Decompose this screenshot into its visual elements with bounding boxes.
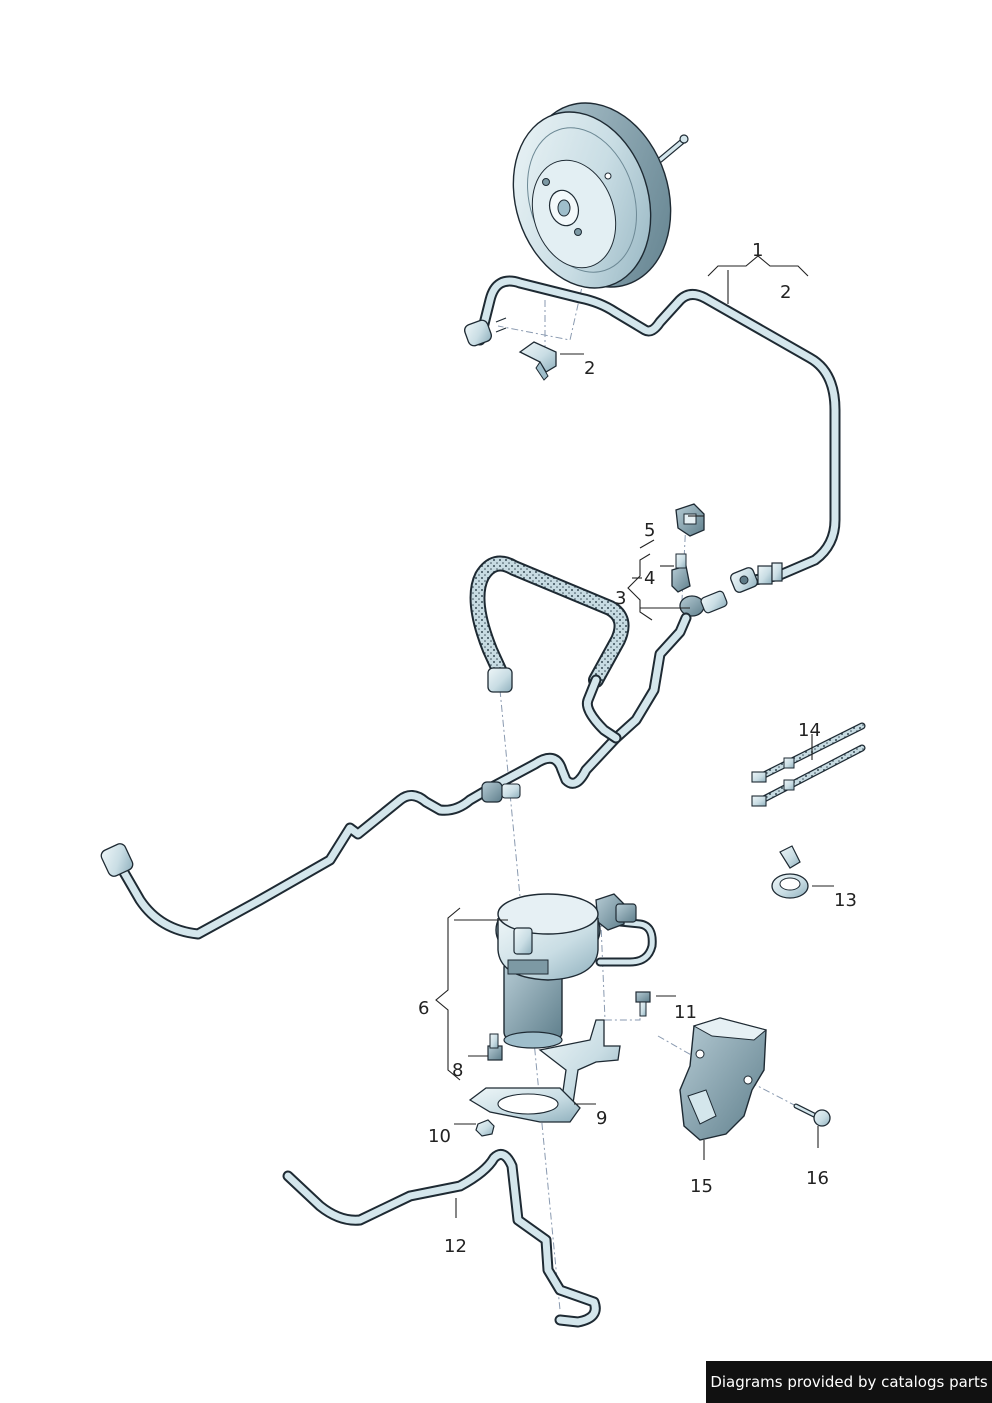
hose-12 — [282, 1148, 601, 1328]
brake-servo — [512, 102, 689, 289]
flexible-hose — [469, 555, 630, 693]
heat-shield — [679, 1017, 768, 1141]
callout-8: 8 — [452, 1060, 463, 1081]
clamp-13 — [771, 845, 809, 899]
callout-9: 9 — [596, 1108, 607, 1129]
callout-1: 1 — [752, 240, 763, 261]
callout-14: 14 — [798, 720, 821, 741]
connector-5 — [675, 503, 705, 537]
callout-3: 3 — [615, 588, 626, 609]
bracket-9 — [468, 1019, 621, 1123]
callout-6: 6 — [418, 998, 429, 1019]
callout-12: 12 — [444, 1236, 467, 1257]
callout-2-clip: 2 — [584, 358, 595, 379]
nut-10 — [475, 1119, 495, 1137]
callout-13: 13 — [834, 890, 857, 911]
sensor-4 — [671, 553, 691, 593]
credit-banner: Diagrams provided by catalogs parts — [706, 1361, 992, 1403]
vacuum-hose-main — [464, 275, 841, 593]
callout-labels: 1 2 2 5 4 3 14 13 6 11 8 9 10 15 16 12 — [418, 240, 857, 1257]
vacuum-pump — [495, 893, 657, 1049]
hose-clip — [518, 341, 557, 381]
vacuum-line-lower — [100, 612, 692, 940]
callout-5: 5 — [644, 520, 655, 541]
callout-15: 15 — [690, 1176, 713, 1197]
callout-10: 10 — [428, 1126, 451, 1147]
callout-11: 11 — [674, 1002, 697, 1023]
leader-lines — [435, 255, 834, 1218]
valve-3 — [679, 590, 728, 617]
assembly-lines — [497, 171, 801, 1311]
mount-8 — [487, 1033, 503, 1061]
callout-2-right: 2 — [780, 282, 791, 303]
screw-16 — [793, 1103, 831, 1127]
callout-4: 4 — [644, 568, 655, 589]
callout-16: 16 — [806, 1168, 829, 1189]
bolt-11 — [635, 991, 651, 1017]
